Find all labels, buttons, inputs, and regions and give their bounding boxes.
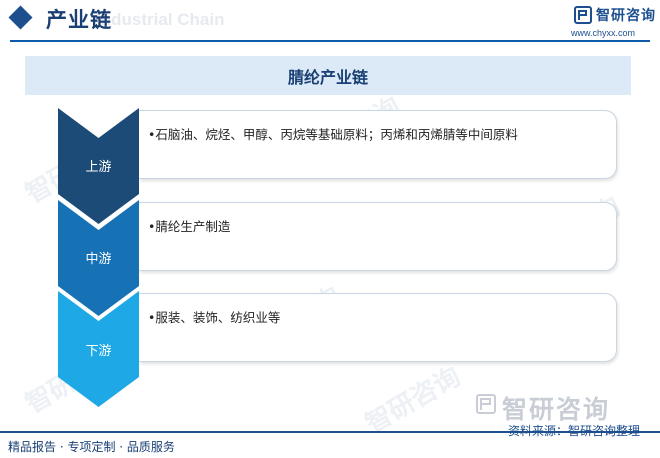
stage-box-midstream: •腈纶生产制造 xyxy=(139,202,617,271)
chevron-upstream xyxy=(58,108,139,224)
chevron-downstream xyxy=(58,291,139,407)
diagram-title: 腈纶产业链 xyxy=(287,67,368,87)
page-title: 产业链 xyxy=(46,8,112,32)
brand-url: www.chyxx.com xyxy=(571,28,636,38)
stage-box-downstream: •服装、装饰、纺织业等 xyxy=(139,293,617,362)
header-diamond-icon xyxy=(8,5,33,30)
watermark-text: 智研咨询 xyxy=(360,361,466,440)
brand-logo-icon xyxy=(574,6,592,24)
stage-text-downstream: •服装、装饰、纺织业等 xyxy=(148,310,281,325)
chevron-shape-downstream xyxy=(58,291,139,407)
stage-label-upstream: 上游 xyxy=(85,160,112,175)
stage-text-midstream: •腈纶生产制造 xyxy=(148,219,231,234)
diagram-title-bar: 腈纶产业链 xyxy=(25,56,631,95)
footer-tagline: 精品报告 · 专项定制 · 品质服务 xyxy=(8,440,175,454)
chevron-midstream xyxy=(58,200,139,316)
header-divider xyxy=(10,40,650,42)
bottom-logo-icon xyxy=(476,394,496,414)
chevron-shape-midstream xyxy=(58,200,139,316)
stage-box-upstream: •石脑油、烷烃、甲醇、丙烷等基础原料；丙烯和丙烯腈等中间原料 xyxy=(139,110,617,179)
footer-divider xyxy=(0,431,660,433)
stage-text-upstream: •石脑油、烷烃、甲醇、丙烷等基础原料；丙烯和丙烯腈等中间原料 xyxy=(148,127,518,142)
bottom-brand-name: 智研咨询 xyxy=(502,395,611,424)
brand-name: 智研咨询 xyxy=(596,8,656,24)
stage-label-midstream: 中游 xyxy=(85,252,112,267)
stage-label-downstream: 下游 xyxy=(85,344,112,359)
chevron-shape-upstream xyxy=(58,108,139,224)
header-watermark-text: Industrial Chain xyxy=(96,10,225,29)
